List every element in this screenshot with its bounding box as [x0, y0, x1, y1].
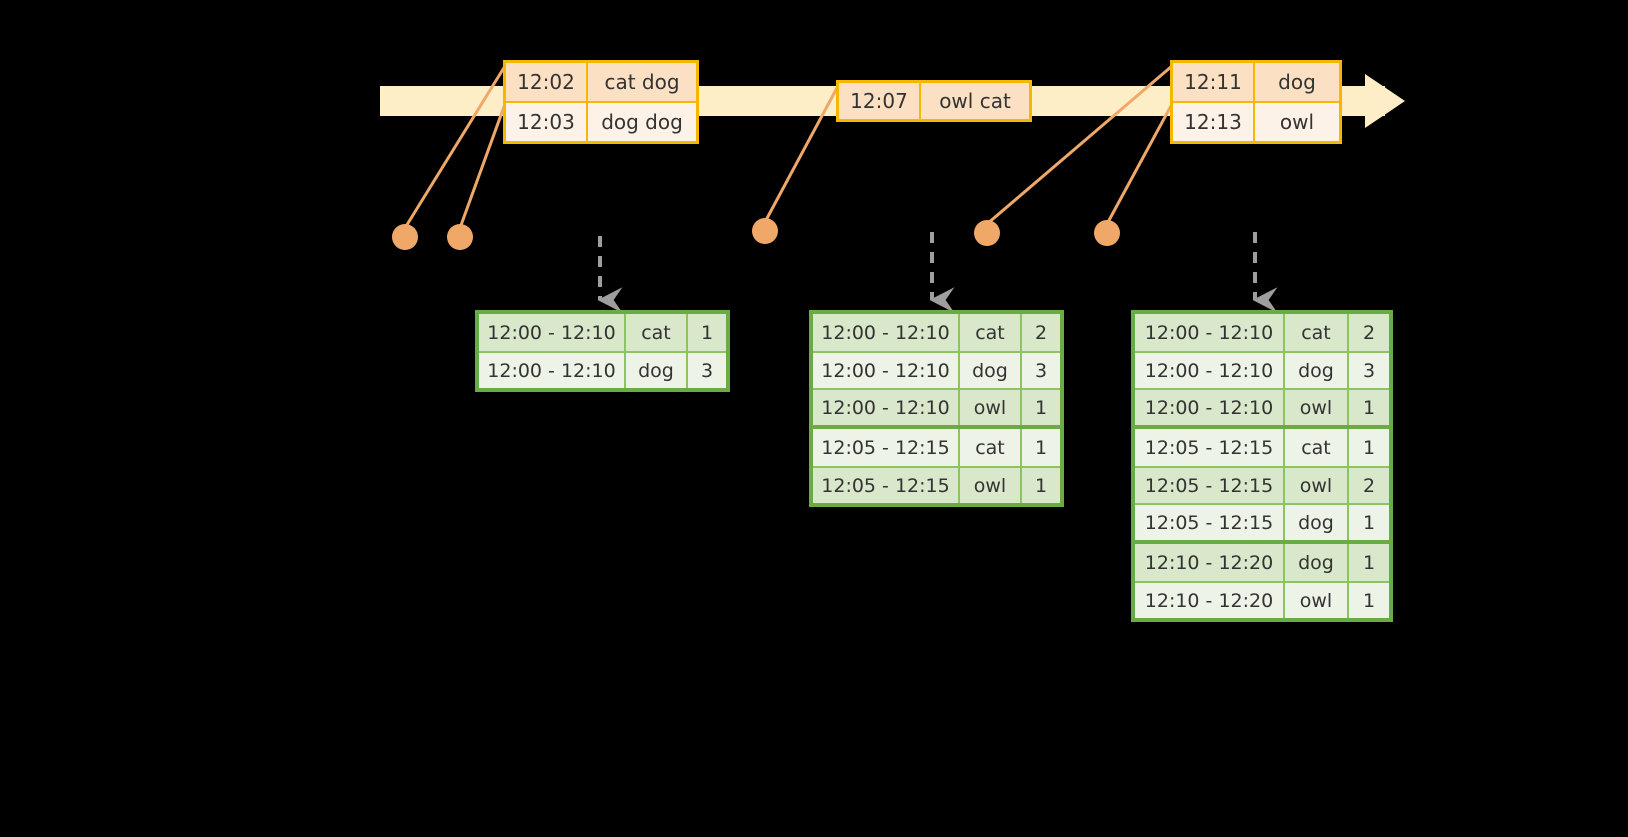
event-row: 12:03 dog dog — [506, 101, 696, 141]
window-cell: 12:05 - 12:15 — [813, 468, 960, 503]
event-time: 12:03 — [506, 103, 588, 141]
count-cell: 1 — [1022, 390, 1060, 425]
count-cell: 1 — [1022, 429, 1060, 466]
window-cell: 12:00 - 12:10 — [479, 353, 626, 388]
window-cell: 12:10 - 12:20 — [1135, 544, 1285, 581]
event-time: 12:02 — [506, 63, 588, 101]
word-cell: dog — [960, 353, 1022, 388]
timeline-arrow-head — [1365, 74, 1405, 128]
window-cell: 12:00 - 12:10 — [1135, 314, 1285, 351]
word-cell: dog — [1285, 353, 1349, 388]
count-cell: 1 — [1349, 429, 1389, 466]
window-cell: 12:00 - 12:10 — [813, 390, 960, 425]
event-text: dog — [1255, 63, 1339, 101]
word-cell: owl — [1285, 583, 1349, 618]
window-cell: 12:05 - 12:15 — [813, 429, 960, 466]
word-cell: cat — [1285, 314, 1349, 351]
window-cell: 12:05 - 12:15 — [1135, 429, 1285, 466]
word-cell: dog — [1285, 505, 1349, 540]
window-cell: 12:05 - 12:15 — [1135, 505, 1285, 540]
word-cell: cat — [626, 314, 688, 351]
event-box-2[interactable]: 12:07 owl cat — [836, 80, 1032, 122]
event-time: 12:13 — [1173, 103, 1255, 141]
count-cell: 2 — [1022, 314, 1060, 351]
count-cell: 2 — [1349, 468, 1389, 503]
word-cell: cat — [960, 429, 1022, 466]
count-cell: 1 — [1022, 468, 1060, 503]
event-text: cat dog — [588, 63, 696, 101]
count-cell: 1 — [1349, 583, 1389, 618]
event-dot-5 — [1094, 220, 1120, 246]
event-text: owl — [1255, 103, 1339, 141]
window-cell: 12:00 - 12:10 — [813, 314, 960, 351]
count-cell: 3 — [1022, 353, 1060, 388]
window-cell: 12:00 - 12:10 — [479, 314, 626, 351]
event-row: 12:11 dog — [1173, 63, 1339, 101]
connector-line-5 — [1105, 103, 1174, 225]
event-dot-2 — [447, 224, 473, 250]
count-cell: 1 — [1349, 390, 1389, 425]
count-cell: 3 — [688, 353, 726, 388]
word-cell: dog — [1285, 544, 1349, 581]
event-text: dog dog — [588, 103, 696, 141]
word-cell: owl — [960, 468, 1022, 503]
word-cell: owl — [960, 390, 1022, 425]
word-cell: cat — [1285, 429, 1349, 466]
count-cell: 3 — [1349, 353, 1389, 388]
event-row: 12:13 owl — [1173, 101, 1339, 141]
count-cell: 1 — [1349, 544, 1389, 581]
word-cell: owl — [1285, 390, 1349, 425]
event-box-3[interactable]: 12:11 dog 12:13 owl — [1170, 60, 1342, 144]
connector-line-2 — [458, 103, 507, 229]
word-cell: dog — [626, 353, 688, 388]
window-cell: 12:00 - 12:10 — [1135, 353, 1285, 388]
window-cell: 12:10 - 12:20 — [1135, 583, 1285, 618]
event-time: 12:07 — [839, 83, 921, 119]
event-dot-4 — [974, 220, 1000, 246]
count-cell: 2 — [1349, 314, 1389, 351]
count-cell: 1 — [1349, 505, 1389, 540]
event-row: 12:02 cat dog — [506, 63, 696, 101]
window-cell: 12:00 - 12:10 — [1135, 390, 1285, 425]
window-cell: 12:00 - 12:10 — [813, 353, 960, 388]
word-cell: owl — [1285, 468, 1349, 503]
event-dot-1 — [392, 224, 418, 250]
word-cell: cat — [960, 314, 1022, 351]
count-cell: 1 — [688, 314, 726, 351]
event-row: 12:07 owl cat — [839, 83, 1029, 119]
event-text: owl cat — [921, 83, 1029, 119]
event-dot-3 — [752, 218, 778, 244]
window-cell: 12:05 - 12:15 — [1135, 468, 1285, 503]
event-time: 12:11 — [1173, 63, 1255, 101]
event-box-1[interactable]: 12:02 cat dog 12:03 dog dog — [503, 60, 699, 144]
